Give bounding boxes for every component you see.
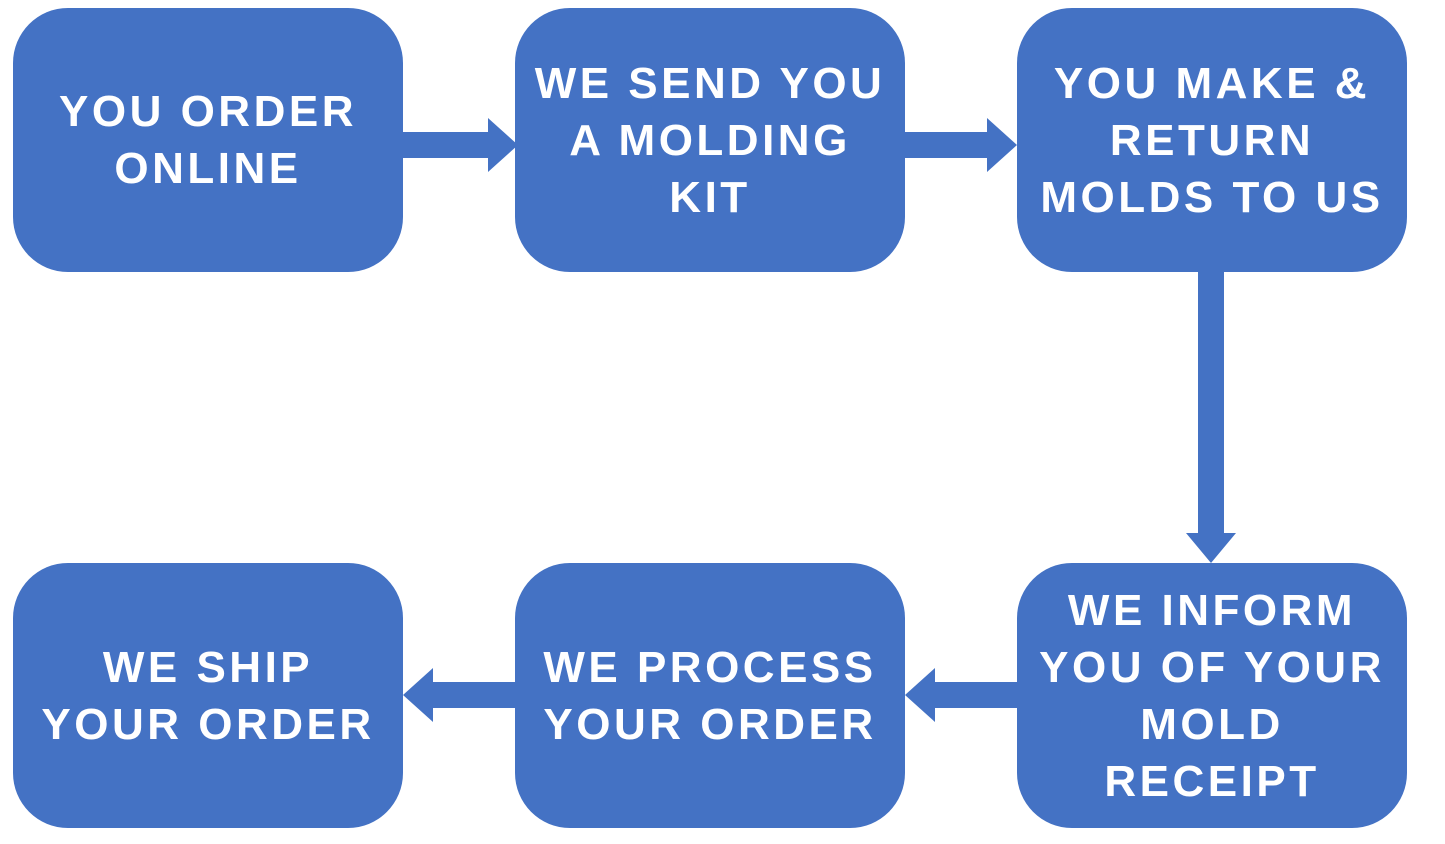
arrow-down-step3-to-step4 [1186,272,1236,563]
flow-step-label: WE PROCESS YOUR ORDER [543,642,877,749]
arrow-right-step2-to-step3 [905,118,1017,172]
flow-step-we-ship-order: WE SHIP YOUR ORDER [13,563,403,828]
flow-step-you-order-online: YOU ORDER ONLINE [13,8,403,272]
flow-step-label: WE SHIP YOUR ORDER [41,642,375,749]
flow-step-label: WE SEND YOU A MOLDING KIT [534,58,886,222]
arrow-right-step1-to-step2 [403,118,518,172]
arrow-left-step5-to-step6 [403,668,515,722]
flow-step-we-send-molding-kit: WE SEND YOU A MOLDING KIT [515,8,905,272]
flow-step-you-make-return-molds: YOU MAKE & RETURN MOLDS TO US [1017,8,1407,272]
flow-step-we-inform-mold-receipt: WE INFORM YOU OF YOUR MOLD RECEIPT [1017,563,1407,828]
flow-step-we-process-order: WE PROCESS YOUR ORDER [515,563,905,828]
flow-step-label: WE INFORM YOU OF YOUR MOLD RECEIPT [1039,585,1385,806]
flow-step-label: YOU MAKE & RETURN MOLDS TO US [1040,58,1384,222]
flow-step-label: YOU ORDER ONLINE [59,87,357,193]
arrow-left-step4-to-step5 [905,668,1017,722]
